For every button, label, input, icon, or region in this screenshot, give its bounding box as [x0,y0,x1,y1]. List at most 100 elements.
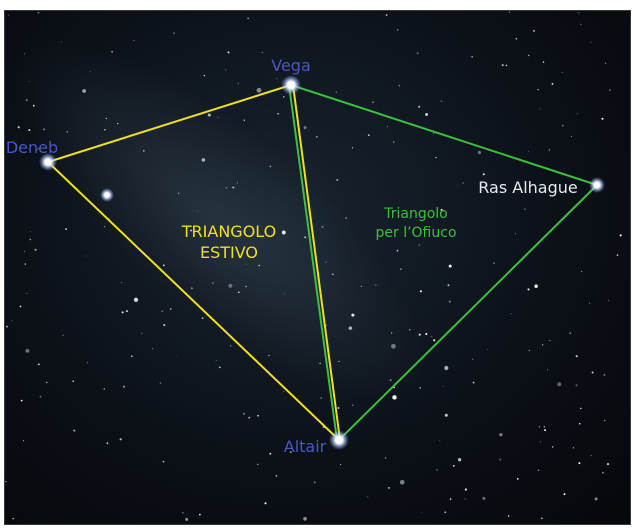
deneb-label: Deneb [6,138,58,157]
background-star [440,208,443,211]
background-star [534,284,538,289]
background-star [581,270,583,272]
line-vega-altair-yellow [292,84,341,441]
background-star [391,343,396,349]
background-star [540,517,543,520]
background-star [400,268,402,270]
background-star [602,471,604,474]
background-star [507,515,510,517]
background-star [578,423,581,425]
background-star [397,29,399,31]
altair-star [329,430,349,450]
background-star [277,113,279,115]
background-star [580,23,582,26]
background-star [303,516,307,521]
background-star [619,234,622,237]
background-star [336,178,339,181]
background-star [514,233,516,235]
background-star [245,285,247,288]
background-star [538,426,541,428]
background-star [257,463,259,466]
background-star [515,37,518,40]
altair-label: Altair [284,437,327,456]
background-star [351,313,355,317]
background-star [444,413,448,417]
background-star [173,32,175,34]
background-star [190,287,193,290]
background-star [528,151,530,153]
background-star [425,113,429,116]
background-star [26,292,28,294]
background-star [419,290,422,293]
background-star [594,497,598,501]
background-star [201,158,206,162]
background-star [325,261,327,263]
background-star [608,299,610,301]
background-star [66,131,68,133]
background-star [17,126,20,129]
background-star [119,438,122,441]
background-star [444,511,447,514]
background-star [433,132,435,134]
background-star [572,447,574,449]
background-star [510,313,512,315]
background-star [243,119,245,121]
background-star [561,124,564,127]
background-star [539,108,541,110]
background-star [276,77,278,79]
background-star [142,149,145,152]
background-star [340,463,342,465]
background-star [408,217,410,219]
background-star [391,332,393,334]
background-star [199,513,201,516]
background-star [471,56,473,58]
background-star [120,281,122,283]
background-star [392,395,397,400]
background-star [264,502,267,505]
ophiuchus-triangle-lines [288,84,598,441]
background-star [499,433,503,437]
background-star [442,385,444,387]
background-star [5,481,7,483]
background-star [46,381,48,384]
background-star [121,311,124,314]
background-star [246,263,248,265]
background-star [575,355,578,358]
background-star [409,329,411,331]
background-star [482,496,486,500]
background-star [29,238,32,241]
background-star [23,440,25,442]
ras-alhague-star [589,177,605,193]
background-star [542,344,544,346]
line-vega-altair-green [288,84,338,441]
background-star [190,229,193,232]
background-star [89,71,91,73]
background-star [499,458,502,461]
background-star [590,41,592,43]
background-star [257,414,259,417]
vega-label: Vega [271,56,311,75]
background-star [28,80,30,82]
background-star [399,480,405,485]
background-star [527,54,530,57]
background-star [348,326,353,330]
background-star [551,82,554,85]
background-star [28,129,31,132]
background-star [248,416,251,419]
background-star [575,384,578,387]
background-star [73,429,76,432]
background-star [283,390,285,393]
background-star [604,62,607,64]
background-star [141,332,143,335]
background-star [201,317,204,319]
background-star [416,52,419,55]
background-star [19,305,22,308]
background-star [396,249,399,252]
background-star [375,284,377,286]
background-star [482,173,485,176]
background-star [106,442,109,445]
background-star [86,362,88,364]
background-star [367,134,370,136]
background-star [549,339,551,342]
